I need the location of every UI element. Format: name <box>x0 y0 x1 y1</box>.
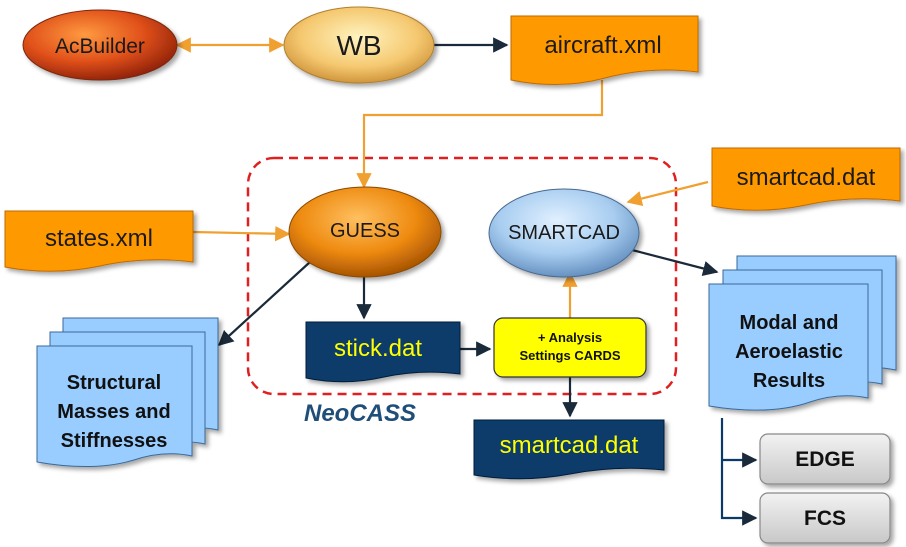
stick-dat-label: stick.dat <box>334 335 422 362</box>
connector-smartcaddat-smartcad <box>626 180 709 207</box>
wb-label: WB <box>336 30 381 61</box>
smartcad-dat-input-label: smartcad.dat <box>737 164 876 191</box>
states-xml-doc <box>4 210 194 272</box>
connector-states-guess <box>192 226 291 242</box>
guess-node <box>288 186 442 278</box>
structural-doc-stack <box>36 317 219 467</box>
states-xml-label: states.xml <box>45 225 153 252</box>
neocass-group-border <box>246 156 678 396</box>
smartcad-label: SMARTCAD <box>508 222 620 244</box>
connector-aircraft-guess <box>356 80 604 189</box>
smartcad-dat-input-doc <box>711 147 901 211</box>
fcs-label: FCS <box>804 507 846 530</box>
smartcad-node <box>488 188 640 278</box>
aircraft-xml-label: aircraft.xml <box>544 32 661 59</box>
modal-line3: Results <box>753 370 825 392</box>
guess-label: GUESS <box>330 220 400 242</box>
connector-modal-fcs <box>720 418 758 526</box>
smartcad-dat-output-doc <box>473 419 665 480</box>
smartcad-dat-output-label: smartcad.dat <box>500 432 639 459</box>
acbuilder-node <box>22 9 178 81</box>
connector-guess-structural <box>217 261 311 347</box>
edge-label: EDGE <box>795 448 855 471</box>
wb-node <box>283 6 435 84</box>
stick-dat-doc <box>305 321 461 383</box>
modal-results-doc-stack <box>708 255 897 411</box>
acbuilder-label: AcBuilder <box>55 35 145 58</box>
aircraft-xml-doc <box>510 15 699 85</box>
analysis-cards-line1: + Analysis <box>538 330 602 345</box>
analysis-cards-box <box>493 317 647 378</box>
modal-line2: Aeroelastic <box>735 341 843 363</box>
connector-smartcad-modal <box>631 248 719 276</box>
neocass-label: NeoCASS <box>304 400 416 427</box>
modal-line1: Modal and <box>740 312 839 334</box>
edge-box <box>759 433 891 485</box>
fcs-box <box>759 492 891 544</box>
structural-line2: Masses and <box>57 401 170 423</box>
structural-line1: Structural <box>67 372 161 394</box>
structural-line3: Stiffnesses <box>61 430 168 452</box>
analysis-cards-line2: Settings CARDS <box>519 348 620 363</box>
